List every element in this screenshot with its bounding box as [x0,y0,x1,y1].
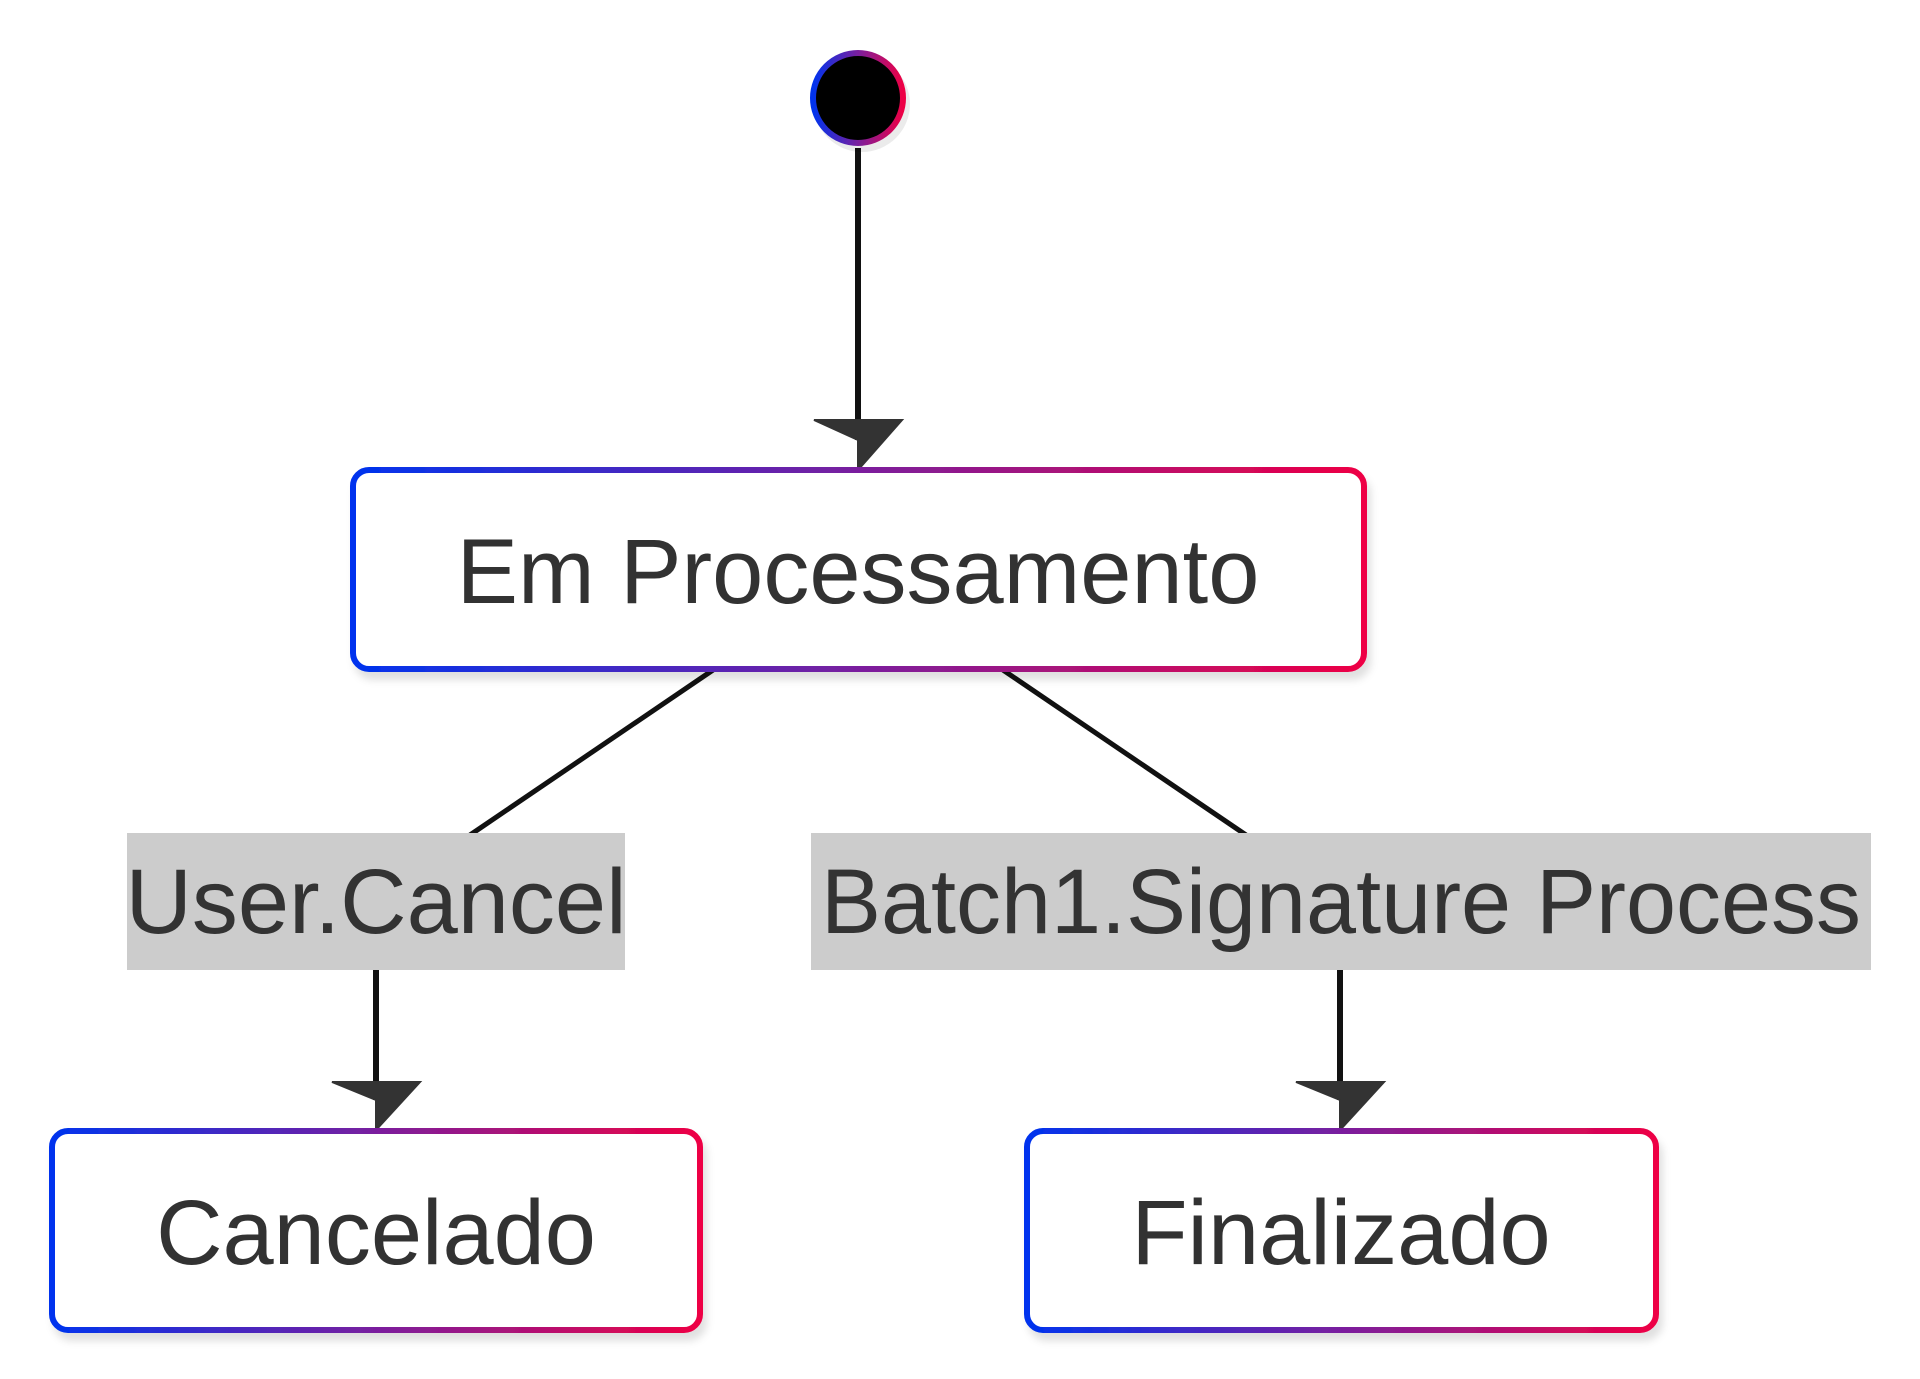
edge-label-batch1-signature-process: Batch1.Signature Process [811,833,1871,970]
state-finalizado[interactable]: Finalizado [1024,1128,1659,1333]
arrowhead-icon [813,419,905,473]
edge-label-user-cancel: User.Cancel [125,833,627,970]
state-box [350,467,1367,672]
initial-state[interactable] [810,50,910,152]
state-label: Cancelado [156,1182,596,1284]
state-box [1024,1128,1659,1333]
edge-label-text: Batch1.Signature Process [821,851,1861,953]
edge-label-background [811,833,1871,970]
state-label: Em Processamento [457,521,1260,623]
edge-label-text: User.Cancel [125,851,626,953]
state-cancelado[interactable]: Cancelado [49,1128,703,1333]
edge-start-to-processing [813,148,905,473]
edge-line [1001,667,1248,838]
state-label: Finalizado [1131,1182,1550,1284]
edge-line [468,667,715,838]
state-em-processamento[interactable]: Em Processamento [350,467,1367,672]
start-dot-icon [810,50,906,146]
arrowhead-icon [1295,1081,1387,1133]
edge-label-background [127,833,625,970]
state-box [49,1128,703,1333]
arrowhead-icon [331,1081,423,1133]
